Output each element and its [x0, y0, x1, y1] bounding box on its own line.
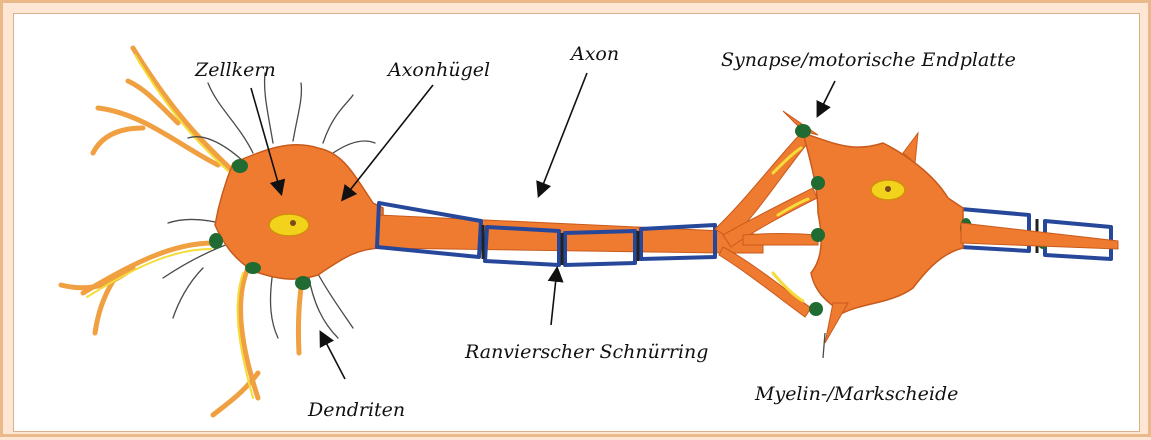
spike-line-right: [823, 333, 825, 358]
arrow-dendriten: [321, 333, 345, 379]
label-synapse: Synapse/motorische Endplatte: [721, 49, 1016, 71]
label-ranvier: Ranvierscher Schnürring: [465, 341, 708, 363]
label-axon: Axon: [571, 43, 619, 65]
nucleolus-right: [885, 186, 891, 192]
axon-terminals: [715, 131, 818, 317]
label-axonhuegel: Axonhügel: [388, 59, 490, 81]
nucleolus-left: [290, 220, 296, 226]
cell-body-right: [803, 133, 963, 313]
label-zellkern: Zellkern: [195, 59, 276, 81]
label-dendriten: Dendriten: [308, 399, 405, 421]
nucleus-left: [269, 214, 309, 236]
label-myelin: Myelin-/Markscheide: [755, 383, 958, 405]
arrow-ranvier: [551, 269, 557, 325]
arrow-axon: [539, 73, 587, 195]
arrow-synapse: [818, 81, 835, 115]
